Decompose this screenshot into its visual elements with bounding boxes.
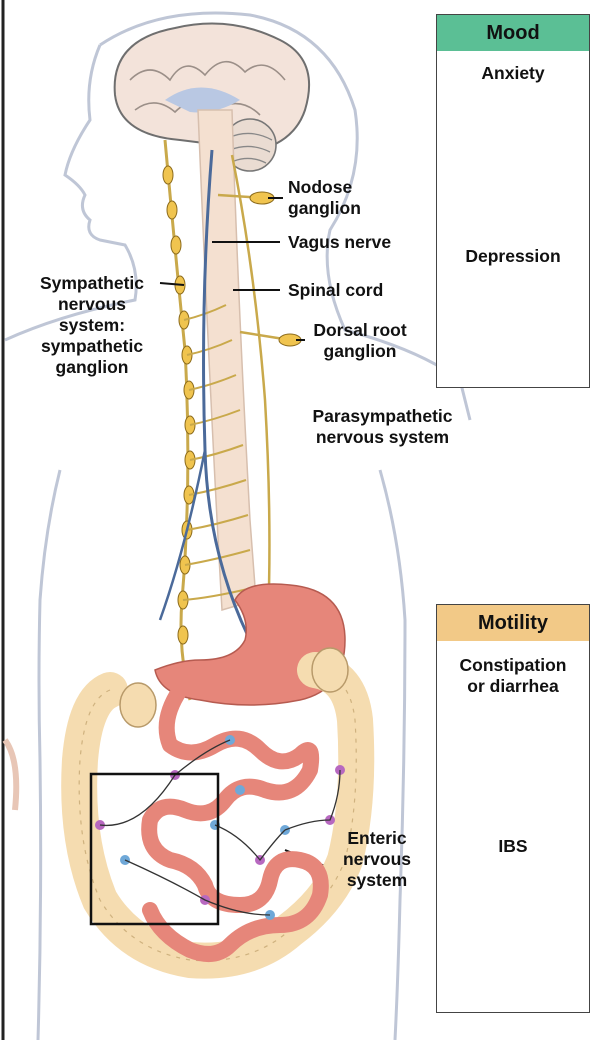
motility-panel-title: Motility: [437, 605, 589, 641]
anxiety-label: Anxiety: [437, 63, 589, 84]
colon-end-left: [120, 683, 156, 727]
dorsal-root-ganglion-label: Dorsal root ganglion: [305, 320, 415, 362]
nodose-ganglion-label-line2: ganglion: [288, 198, 361, 219]
enteric-label-line1: Enteric: [332, 828, 422, 849]
dorsal-root-label-line1: Dorsal root: [305, 320, 415, 341]
torso-right-outline: [380, 470, 405, 1040]
parasympathetic-nervous-system-label: Parasympathetic nervous system: [295, 406, 470, 448]
torso-left-outline: [38, 470, 60, 1040]
motility-panel: Motility Constipation or diarrhea IBS: [436, 604, 590, 1013]
mood-panel-title: Mood: [437, 15, 589, 51]
enteric-label-line3: system: [332, 870, 422, 891]
nodose-ganglion-label-line1: Nodose: [288, 177, 361, 198]
parasympathetic-label-line1: Parasympathetic: [295, 406, 470, 427]
arm-left-hint: [5, 740, 16, 810]
spinal-cord-label: Spinal cord: [288, 280, 383, 301]
ibs-label: IBS: [437, 836, 589, 857]
constipation-label-line2: or diarrhea: [437, 676, 589, 697]
vagus-nerve-label-text: Vagus nerve: [288, 232, 391, 253]
parasympathetic-label-line2: nervous system: [295, 427, 470, 448]
sympathetic-ganglia: [163, 166, 195, 644]
depression-label: Depression: [437, 246, 589, 267]
nodose-ganglion-label: Nodose ganglion: [288, 177, 361, 219]
sympathetic-nervous-system-label: Sympathetic nervous system: sympathetic …: [22, 273, 162, 378]
mood-panel: Mood Anxiety Depression: [436, 14, 590, 388]
constipation-label-line1: Constipation: [437, 655, 589, 676]
colon-end-right: [312, 648, 348, 692]
sympathetic-label-line4: sympathetic: [22, 336, 162, 357]
sympathetic-label-line2: nervous: [22, 294, 162, 315]
enteric-label-line2: nervous: [332, 849, 422, 870]
small-intestine: [149, 690, 321, 954]
constipation-diarrhea-label: Constipation or diarrhea: [437, 655, 589, 697]
enteric-nervous-system-label: Enteric nervous system: [332, 828, 422, 891]
vagus-nerve-label: Vagus nerve: [288, 232, 391, 253]
dorsal-root-label-line2: ganglion: [305, 341, 415, 362]
sympathetic-label-line3: system:: [22, 315, 162, 336]
spinal-cord-label-text: Spinal cord: [288, 280, 383, 301]
spinal-cord: [198, 110, 256, 610]
sympathetic-label-line1: Sympathetic: [22, 273, 162, 294]
sympathetic-label-line5: ganglion: [22, 357, 162, 378]
